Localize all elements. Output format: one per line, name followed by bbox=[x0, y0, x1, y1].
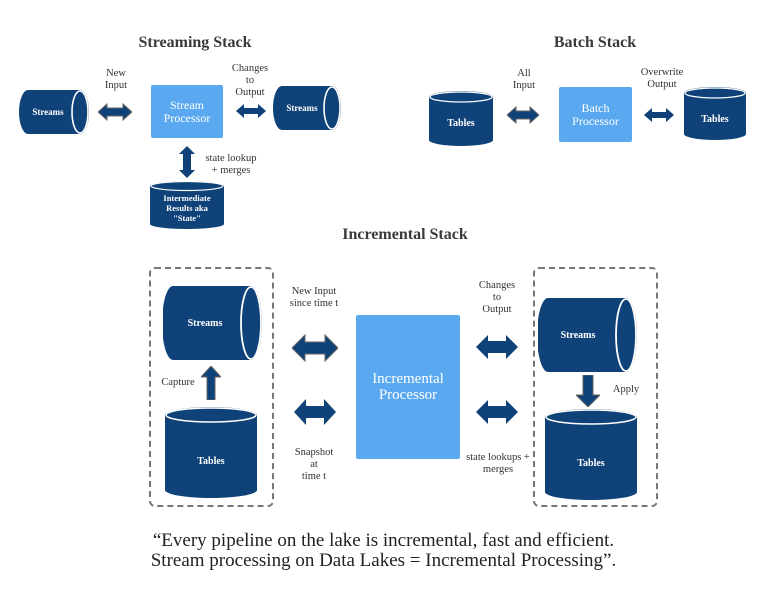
quote-line-1: “Every pipeline on the lake is increment… bbox=[152, 530, 615, 551]
incremental-processor-line: Incremental bbox=[372, 371, 444, 387]
stream-processor-line: Processor bbox=[163, 110, 211, 125]
quote-line-2: Stream processing on Data Lakes = Increm… bbox=[150, 550, 617, 571]
state-lookups-line: state lookups + bbox=[466, 452, 530, 463]
double-arrow-icon bbox=[476, 400, 518, 424]
changes-to-output-label: Changes to Output bbox=[228, 63, 272, 99]
snapshot-label-line: at bbox=[310, 459, 318, 470]
incremental-tables-right-label: Tables bbox=[577, 458, 605, 469]
sink-group-box bbox=[533, 267, 658, 507]
changes-to-output-incremental-label: Changes to Output bbox=[472, 280, 522, 316]
state-store-line: "State" bbox=[173, 213, 201, 223]
changes-label-line: Output bbox=[235, 87, 265, 98]
double-arrow-icon bbox=[294, 399, 336, 425]
double-arrow-icon bbox=[236, 104, 266, 118]
snapshot-label-line: time t bbox=[301, 471, 327, 482]
overwrite-label-line: Overwrite bbox=[640, 67, 684, 78]
incremental-streams-left: Streams bbox=[163, 286, 262, 360]
batch-processor-line: Batch bbox=[581, 100, 610, 115]
new-input-since-line: since time t bbox=[289, 298, 339, 309]
intermediate-state-store: Intermediate Results aka "State" bbox=[150, 180, 224, 229]
tables-store-left-label: Tables bbox=[447, 118, 475, 129]
new-input-since-line: New Input bbox=[291, 286, 337, 297]
changes-label-line: to bbox=[245, 75, 255, 86]
changes-inc-label-line: Changes bbox=[478, 280, 516, 291]
incremental-stack-title: Incremental Stack bbox=[342, 226, 468, 243]
streams-store-left-label: Streams bbox=[32, 107, 64, 117]
streams-store-right-label: Streams bbox=[286, 103, 318, 113]
quote: “Every pipeline on the lake is increment… bbox=[0, 531, 767, 571]
double-arrow-icon bbox=[292, 333, 338, 363]
state-label-line: state lookup bbox=[205, 153, 257, 164]
tables-store-left: Tables bbox=[429, 91, 493, 146]
new-input-label: New Input bbox=[96, 68, 136, 92]
state-store-line: Intermediate bbox=[163, 193, 210, 203]
all-input-label: All Input bbox=[506, 68, 542, 92]
double-arrow-icon bbox=[98, 103, 132, 121]
new-input-since-label: New Input since time t bbox=[284, 286, 344, 310]
new-input-label-line: Input bbox=[104, 80, 128, 91]
incremental-tables-left-label: Tables bbox=[197, 456, 225, 467]
batch-stack-title: Batch Stack bbox=[553, 34, 637, 51]
down-arrow-icon bbox=[576, 375, 600, 407]
snapshot-label-line: Snapshot bbox=[294, 447, 334, 458]
tables-store-right-label: Tables bbox=[701, 114, 729, 125]
double-arrow-icon bbox=[644, 108, 674, 122]
snapshot-label: Snapshot at time t bbox=[290, 447, 338, 483]
batch-processor-line: Processor bbox=[572, 113, 619, 128]
source-group-box bbox=[149, 267, 274, 507]
incremental-tables-left: Tables bbox=[165, 407, 257, 498]
all-input-label-line: Input bbox=[512, 80, 536, 91]
capture-label: Capture bbox=[161, 377, 195, 388]
incremental-processor-line: Processor bbox=[378, 387, 438, 403]
streams-store-right: Streams bbox=[273, 86, 341, 130]
state-store-line: Results aka bbox=[166, 203, 209, 213]
stream-processor-line: Stream bbox=[169, 97, 204, 112]
state-lookups-line: merges bbox=[482, 464, 514, 475]
incremental-streams-left-label: Streams bbox=[188, 318, 223, 329]
overwrite-output-label: Overwrite Output bbox=[634, 67, 690, 91]
double-arrow-icon bbox=[507, 106, 539, 124]
changes-label-line: Changes bbox=[231, 63, 269, 74]
new-input-label-line: New bbox=[106, 68, 126, 79]
changes-inc-label-line: to bbox=[492, 292, 502, 303]
incremental-streams-right: Streams bbox=[538, 298, 637, 372]
all-input-label-line: All bbox=[517, 68, 531, 79]
incremental-tables-right: Tables bbox=[545, 409, 637, 500]
incremental-streams-right-label: Streams bbox=[561, 330, 596, 341]
state-lookups-label: state lookups + merges bbox=[462, 452, 534, 476]
apply-label: Apply bbox=[612, 384, 640, 395]
tables-store-right: Tables bbox=[684, 87, 746, 140]
overwrite-label-line: Output bbox=[647, 79, 677, 90]
double-arrow-icon bbox=[476, 335, 518, 359]
state-label-line: + merges bbox=[211, 165, 251, 176]
up-arrow-icon bbox=[201, 366, 221, 400]
streaming-stack-title: Streaming Stack bbox=[138, 34, 252, 51]
streams-store-left: Streams bbox=[19, 90, 89, 134]
changes-inc-label-line: Output bbox=[482, 304, 512, 315]
vertical-double-arrow-icon bbox=[179, 146, 195, 178]
state-lookup-label: state lookup + merges bbox=[200, 153, 262, 177]
